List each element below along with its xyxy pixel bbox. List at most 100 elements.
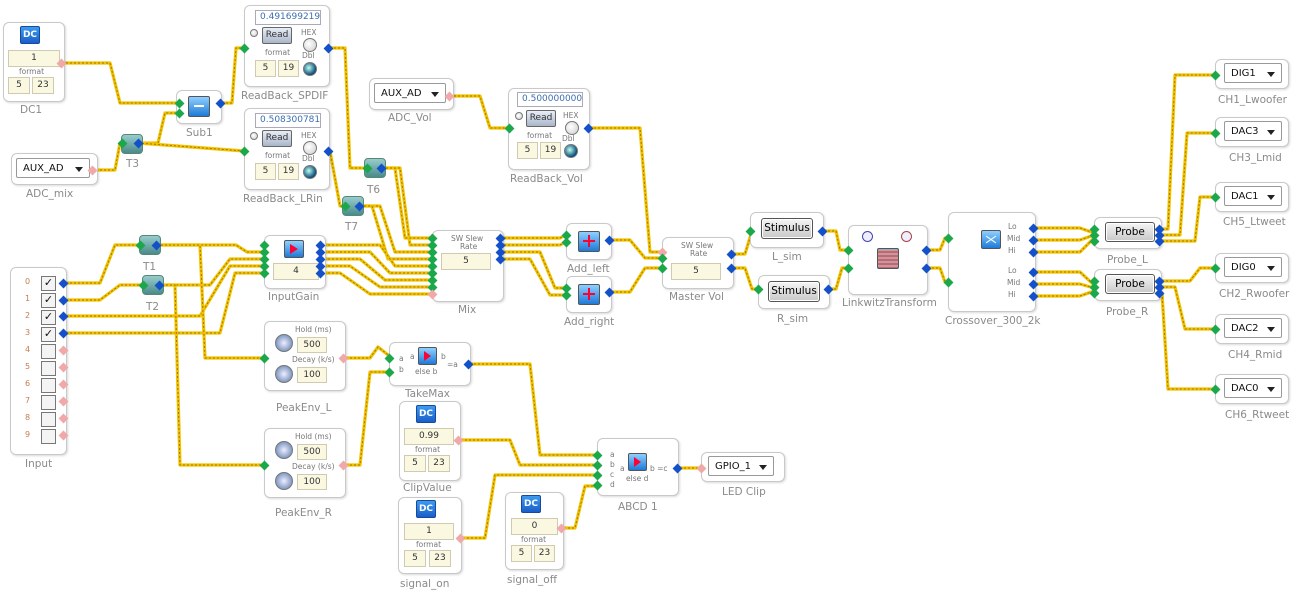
ch2-select[interactable]: DIG0 [1224, 257, 1282, 277]
linkwitz-block[interactable] [848, 225, 928, 295]
wire[interactable] [1032, 282, 1095, 290]
peakenv-l-decay-value[interactable]: 100 [297, 367, 327, 383]
add-right-block[interactable] [566, 276, 612, 313]
r-sim-block[interactable]: Stimulus [758, 275, 830, 309]
mix-block[interactable]: SW Slew Rate 5 [432, 230, 504, 302]
ch3-select[interactable]: DAC3 [1224, 121, 1282, 141]
hold-knob-icon[interactable] [275, 334, 293, 352]
readback-vol-hex-radio[interactable] [565, 121, 579, 135]
signal-off-format-a[interactable]: 5 [511, 545, 532, 562]
dc1-value[interactable]: 1 [8, 50, 60, 67]
input-checkbox-9[interactable] [41, 429, 56, 444]
adc-mix-select[interactable]: AUX_AD [16, 158, 90, 178]
ch4-select[interactable]: DAC2 [1224, 318, 1282, 338]
abcd1-block[interactable]: a b c d a b =c else d [597, 438, 679, 496]
signal-on-block[interactable]: DC 1 format 5 23 [398, 497, 462, 574]
adc-vol-block[interactable]: AUX_AD [369, 78, 454, 110]
ch5-select[interactable]: DAC1 [1224, 186, 1282, 206]
takemax-block[interactable]: a b a b =a else b [389, 342, 471, 386]
wire[interactable] [62, 283, 143, 302]
clipvalue-value[interactable]: 0.99 [404, 428, 454, 445]
wire[interactable] [450, 94, 510, 130]
peakenv-r-decay-value[interactable]: 100 [297, 474, 327, 490]
wire[interactable] [320, 257, 434, 282]
wire[interactable] [1032, 233, 1095, 242]
ch2-block[interactable]: DIG0 [1215, 253, 1289, 283]
decay-knob-icon[interactable] [275, 365, 293, 383]
input-checkbox-8[interactable] [41, 412, 56, 427]
readback-lrin-block[interactable]: 0.508300781 Read HEX format Dbl 5 19 [244, 108, 330, 190]
wire[interactable] [1032, 289, 1095, 298]
readback-spdif-block[interactable]: 0.491699219 Read HEX format Dbl 5 19 [244, 5, 330, 87]
ch5-block[interactable]: DAC1 [1215, 182, 1289, 212]
peakenv-r-hold-value[interactable]: 500 [297, 444, 327, 460]
input-checkbox-2[interactable]: ✓ [41, 310, 56, 325]
inputgain-block[interactable]: 4 [264, 235, 326, 289]
signal-off-format-b[interactable]: 23 [534, 545, 555, 562]
readback-spdif-read-button[interactable]: Read [262, 27, 292, 44]
mastervol-value[interactable]: 5 [671, 263, 721, 280]
input-checkbox-4[interactable] [41, 344, 56, 359]
wire[interactable] [608, 238, 664, 260]
readback-vol-dbl-radio[interactable] [564, 144, 578, 158]
ch3-block[interactable]: DAC3 [1215, 117, 1289, 147]
adc-mix-block[interactable]: AUX_AD [11, 153, 98, 185]
ledclip-block[interactable]: GPIO_1 [701, 452, 785, 482]
input-checkbox-3[interactable]: ✓ [41, 327, 56, 342]
adc-vol-select[interactable]: AUX_AD [374, 83, 446, 103]
readback-lrin-dbl-radio[interactable] [303, 165, 317, 179]
signal-on-value[interactable]: 1 [404, 523, 454, 540]
ledclip-select[interactable]: GPIO_1 [708, 456, 774, 476]
readback-spdif-format-b[interactable]: 19 [278, 60, 299, 77]
decay-knob-icon[interactable] [275, 472, 293, 490]
ch1-select[interactable]: DIG1 [1224, 63, 1282, 83]
peakenv-l-block[interactable]: Hold (ms) 500 Decay (k/s) 100 [264, 321, 346, 391]
mastervol-block[interactable]: SW Slew Rate 5 [662, 237, 734, 289]
ch6-block[interactable]: DAC0 [1215, 374, 1289, 404]
peakenv-r-block[interactable]: Hold (ms) 500 Decay (k/s) 100 [264, 428, 346, 498]
wire[interactable] [320, 243, 434, 268]
probe-l-button[interactable]: Probe [1105, 222, 1155, 242]
readback-vol-format-b[interactable]: 19 [540, 142, 561, 159]
readback-spdif-format-a[interactable]: 5 [255, 60, 276, 77]
readback-lrin-read-button[interactable]: Read [262, 130, 292, 147]
l-sim-stimulus-button[interactable]: Stimulus [761, 218, 813, 239]
signal-off-value[interactable]: 0 [511, 518, 558, 535]
wire[interactable] [1158, 266, 1217, 283]
readback-lrin-hex-radio[interactable] [303, 141, 317, 155]
ch1-block[interactable]: DIG1 [1215, 59, 1289, 89]
crossover-block[interactable]: Lo Mid Hi Lo Mid Hi [948, 212, 1036, 312]
wire[interactable] [342, 345, 393, 360]
sub1-block[interactable] [176, 90, 222, 124]
inputgain-value[interactable]: 4 [273, 263, 319, 280]
input-checkbox-5[interactable] [41, 361, 56, 376]
wire[interactable] [58, 61, 178, 105]
readback-vol-read-button[interactable]: Read [526, 110, 556, 127]
clipvalue-format-a[interactable]: 5 [404, 455, 426, 472]
readback-lrin-format-a[interactable]: 5 [255, 163, 276, 180]
dc1-format-b[interactable]: 23 [32, 77, 54, 94]
input-checkbox-7[interactable] [41, 395, 56, 410]
readback-spdif-hex-radio[interactable] [303, 38, 317, 52]
peakenv-l-hold-value[interactable]: 500 [297, 337, 327, 353]
dc1-format-a[interactable]: 5 [8, 77, 30, 94]
input-checkbox-0[interactable]: ✓ [41, 276, 56, 291]
input-checkbox-1[interactable]: ✓ [41, 293, 56, 308]
wire[interactable] [1032, 226, 1095, 235]
input-checkbox-6[interactable] [41, 378, 56, 393]
probe-r-button[interactable]: Probe [1105, 274, 1155, 294]
wire[interactable] [138, 111, 178, 145]
clipvalue-block[interactable]: DC 0.99 format 5 23 [399, 401, 461, 481]
wire[interactable] [1158, 285, 1217, 331]
l-sim-block[interactable]: Stimulus [750, 212, 824, 248]
wire[interactable] [500, 257, 566, 297]
wire[interactable] [608, 266, 664, 294]
clipvalue-format-b[interactable]: 23 [428, 455, 450, 472]
signal-on-format-b[interactable]: 23 [429, 550, 451, 567]
probe-r-block[interactable]: Probe [1094, 269, 1162, 301]
wire[interactable] [320, 250, 434, 275]
r-sim-stimulus-button[interactable]: Stimulus [768, 281, 820, 302]
wire[interactable] [62, 243, 140, 285]
readback-lrin-format-b[interactable]: 19 [278, 163, 299, 180]
